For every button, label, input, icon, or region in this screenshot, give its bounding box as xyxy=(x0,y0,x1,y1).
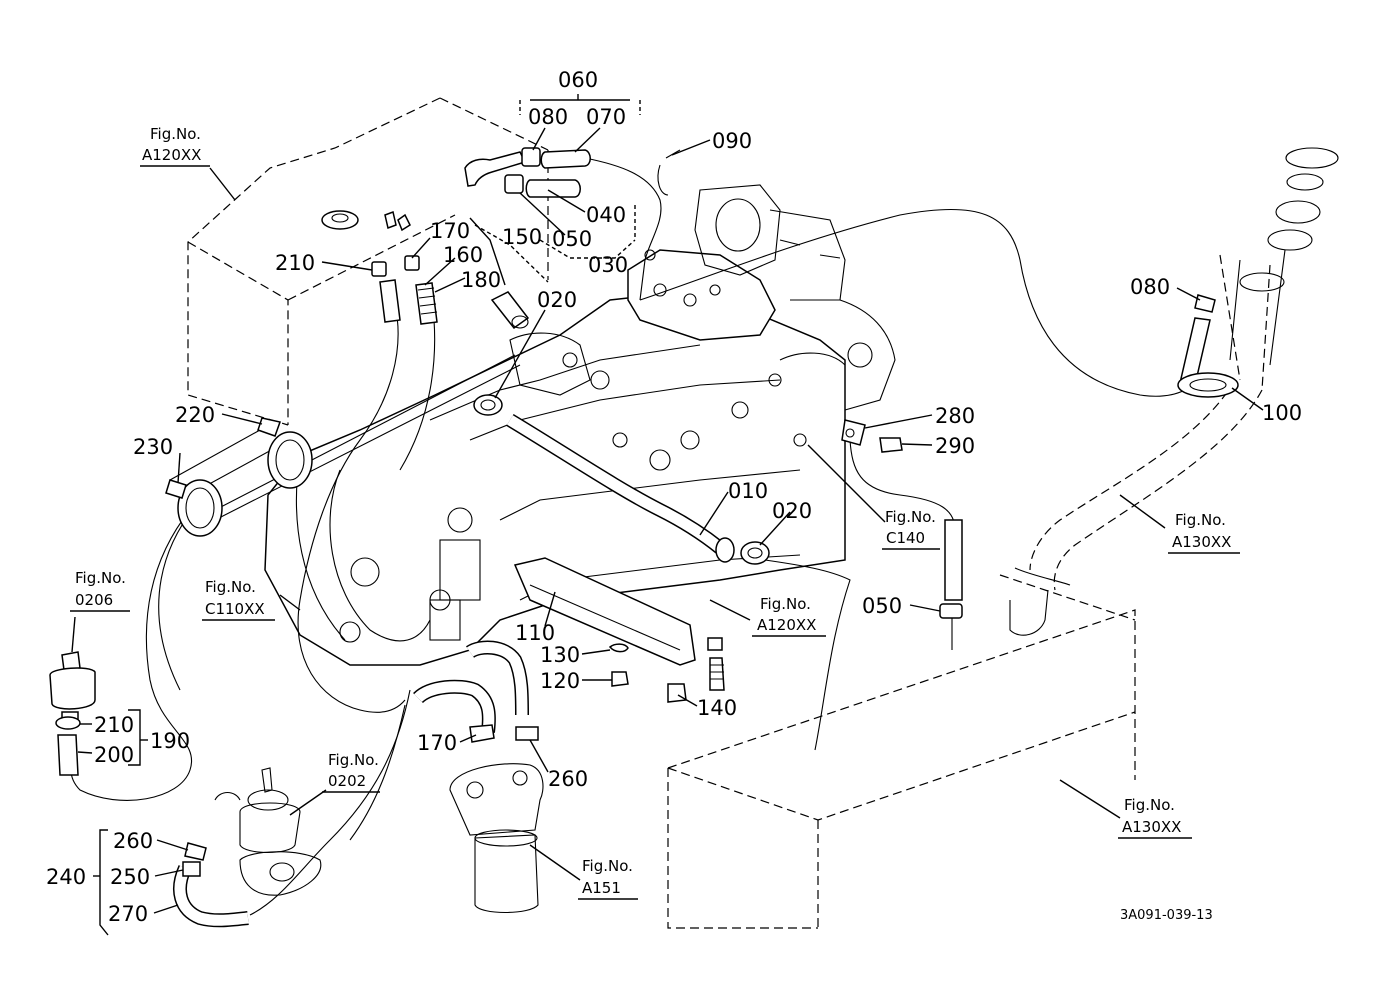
fuel-pump-0202 xyxy=(214,767,322,896)
fuel-filter-a151 xyxy=(449,763,544,913)
label-150: 150 xyxy=(502,225,542,249)
fig-ref-a151: Fig.No. A151 xyxy=(578,857,638,900)
label-090: 090 xyxy=(712,129,752,153)
label-240: 240 xyxy=(46,865,86,889)
hose-clamps-220-230 xyxy=(165,417,313,537)
label-140: 140 xyxy=(697,696,737,720)
fuel-filter-0206 xyxy=(49,651,96,776)
svg-text:C110XX: C110XX xyxy=(205,600,265,618)
hose-clamp-020-lower xyxy=(740,541,770,565)
label-260-pump: 260 xyxy=(113,829,153,853)
label-250: 250 xyxy=(110,865,150,889)
part-labels: 060 080 070 090 040 050 030 170 150 160 … xyxy=(46,68,1302,926)
svg-text:Fig.No.: Fig.No. xyxy=(1124,796,1175,814)
label-060: 060 xyxy=(558,68,598,92)
label-220: 220 xyxy=(175,403,215,427)
label-070: 070 xyxy=(586,105,626,129)
fuel-tank-bottom-right xyxy=(667,574,1136,929)
label-050-lower: 050 xyxy=(862,594,902,618)
svg-text:Fig.No.: Fig.No. xyxy=(75,569,126,587)
label-110: 110 xyxy=(515,621,555,645)
fuel-tank-top-left xyxy=(187,97,549,426)
fig-ref-c110: Fig.No. C110XX xyxy=(202,578,275,621)
label-130: 130 xyxy=(540,643,580,667)
label-260-filter: 260 xyxy=(548,767,588,791)
label-040: 040 xyxy=(586,203,626,227)
control-valve-block xyxy=(627,184,846,341)
tank-cap-ring xyxy=(321,210,359,230)
fitting-060-assembly xyxy=(384,147,591,232)
svg-text:Fig.No.: Fig.No. xyxy=(885,508,936,526)
cover-plate-110 xyxy=(513,557,725,703)
label-230: 230 xyxy=(133,435,173,459)
pump-hose-clamps xyxy=(182,842,207,877)
label-020-lower: 020 xyxy=(772,499,812,523)
svg-text:Fig.No.: Fig.No. xyxy=(1175,511,1226,529)
hose-050-lower xyxy=(939,519,963,650)
corrugated-hose-240 xyxy=(173,640,529,928)
hose-010 xyxy=(506,413,735,563)
svg-text:0206: 0206 xyxy=(75,591,113,609)
label-030: 030 xyxy=(588,253,628,277)
fig-ref-c140: Fig.No. C140 xyxy=(882,508,940,550)
label-280: 280 xyxy=(935,404,975,428)
svg-text:Fig.No.: Fig.No. xyxy=(328,751,379,769)
figure-references: Fig.No. A120XX Fig.No. C140 Fig.No. A130… xyxy=(70,125,1240,900)
label-170-top: 170 xyxy=(430,219,470,243)
label-290: 290 xyxy=(935,434,975,458)
fig-ref-a120-mid: Fig.No. A120XX xyxy=(752,595,826,637)
fig-ref-0206: Fig.No. 0206 xyxy=(70,569,130,612)
hose-clamp-020-upper xyxy=(473,394,503,416)
label-120: 120 xyxy=(540,669,580,693)
label-160: 160 xyxy=(443,243,483,267)
drawing-code: 3A091-039-13 xyxy=(1120,908,1213,923)
svg-text:A130XX: A130XX xyxy=(1122,818,1181,836)
label-080-right: 080 xyxy=(1130,275,1170,299)
label-080-top: 080 xyxy=(528,105,568,129)
clip-280-bolt-290 xyxy=(841,419,903,453)
label-270: 270 xyxy=(108,902,148,926)
label-180: 180 xyxy=(461,268,501,292)
filler-neck-pipe xyxy=(1009,147,1339,636)
svg-text:A151: A151 xyxy=(582,879,621,897)
fig-ref-a130-bottom: Fig.No. A130XX xyxy=(1118,796,1192,839)
label-190: 190 xyxy=(150,729,190,753)
fig-ref-a130-right: Fig.No. A130XX xyxy=(1168,511,1240,554)
svg-text:Fig.No.: Fig.No. xyxy=(205,578,256,596)
svg-text:A120XX: A120XX xyxy=(757,616,816,634)
fig-ref-a120-top: Fig.No. A120XX xyxy=(140,125,210,167)
svg-text:A120XX: A120XX xyxy=(142,146,201,164)
svg-text:Fig.No.: Fig.No. xyxy=(582,857,633,875)
label-020-top: 020 xyxy=(537,288,577,312)
svg-text:A130XX: A130XX xyxy=(1172,533,1231,551)
label-050-top: 050 xyxy=(552,227,592,251)
svg-text:Fig.No.: Fig.No. xyxy=(760,595,811,613)
svg-text:C140: C140 xyxy=(886,529,925,547)
label-210-left: 210 xyxy=(94,713,134,737)
svg-text:Fig.No.: Fig.No. xyxy=(150,125,201,143)
label-010: 010 xyxy=(728,479,768,503)
label-210-top: 210 xyxy=(275,251,315,275)
label-200: 200 xyxy=(94,743,134,767)
filter-hose-clamps xyxy=(469,724,539,743)
fig-ref-0202: Fig.No. 0202 xyxy=(322,751,380,793)
label-100: 100 xyxy=(1262,401,1302,425)
label-170-bottom: 170 xyxy=(417,731,457,755)
svg-text:0202: 0202 xyxy=(328,772,366,790)
leader-lines xyxy=(71,94,1264,936)
